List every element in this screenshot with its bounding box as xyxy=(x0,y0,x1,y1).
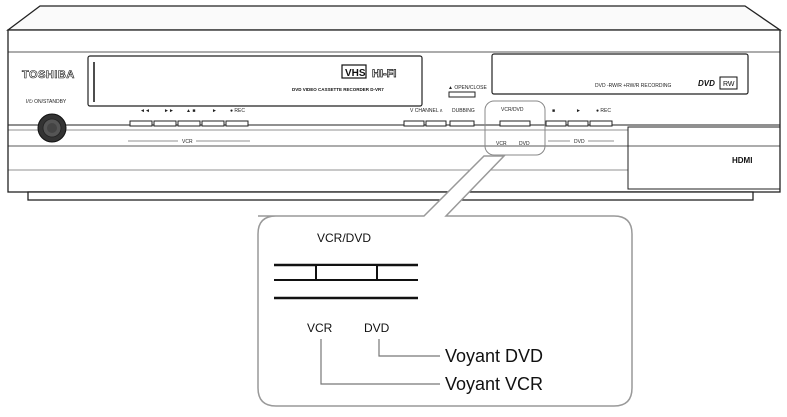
channel-down-button[interactable] xyxy=(403,120,425,127)
open-close-button[interactable] xyxy=(448,91,476,98)
hifi-logo: HI-FI xyxy=(372,68,396,80)
callout-dvd-indicator: Voyant DVD xyxy=(445,346,543,366)
vcr-eject-stop-button[interactable] xyxy=(177,120,201,127)
vcr-cassette-door xyxy=(87,55,423,107)
vcr-rec-button[interactable] xyxy=(225,120,249,127)
channel-up-button[interactable] xyxy=(425,120,447,127)
vcr-play-label: ► xyxy=(212,108,217,114)
dvd-format-text: DVD -RW/R +RW/R RECORDING xyxy=(595,83,671,89)
power-label: I/⏻ ON/STANDBY xyxy=(26,99,67,105)
dubbing-button[interactable] xyxy=(449,120,475,127)
dvd-stop-label: ■ xyxy=(552,108,555,114)
device-vcrdvd-button[interactable] xyxy=(499,120,531,127)
dvd-play-button[interactable] xyxy=(567,120,589,127)
zoom-dvd-label: DVD xyxy=(364,321,390,335)
svg-text:DVD: DVD xyxy=(574,139,585,145)
dubbing-label: DUBBING xyxy=(452,108,475,114)
dvd-play-label: ► xyxy=(576,108,581,114)
power-button[interactable] xyxy=(37,113,67,143)
vcr-section-marker: VCR xyxy=(128,139,250,145)
svg-text:VHS: VHS xyxy=(345,68,366,79)
dvd-section-marker: DVD xyxy=(548,139,614,145)
dvd-buttons: ■ ► ● REC xyxy=(545,108,613,127)
svg-text:VCR: VCR xyxy=(182,139,193,145)
device-vcrdvd-highlight xyxy=(484,100,546,156)
dvd-stop-button[interactable] xyxy=(545,120,567,127)
device-vcrdvd-label: VCR/DVD xyxy=(501,107,524,113)
vcr-rewind-button[interactable] xyxy=(129,120,153,127)
vcr-buttons: ◄◄ ►► ▲ ■ ► ● REC xyxy=(129,108,249,127)
vcr-ffwd-button[interactable] xyxy=(153,120,177,127)
zoom-vcr-label: VCR xyxy=(307,321,333,335)
channel-label: V CHANNEL ʌ xyxy=(410,108,443,114)
dvd-logo: DVD xyxy=(698,79,715,88)
rw-logo: RW xyxy=(719,76,738,90)
leader-lines xyxy=(320,339,440,385)
dvd-disc-tray xyxy=(491,53,749,95)
zoom-callout xyxy=(257,155,633,407)
zoom-vcrdvd-button[interactable] xyxy=(315,264,378,281)
device-dvd-led-label: DVD xyxy=(519,141,530,147)
vcr-rec-label: ● REC xyxy=(230,108,245,114)
zoom-selector xyxy=(274,263,418,300)
model-text: DVD VIDEO CASSETTE RECORDER D-VR7 xyxy=(292,87,384,92)
hdmi-logo: HDMI xyxy=(732,156,752,165)
vcr-ffwd-label: ►► xyxy=(164,108,174,114)
device-vcr-led-label: VCR xyxy=(496,141,507,147)
brand-logo: TOSHIBA xyxy=(22,69,75,81)
vcr-eject-stop-label: ▲ ■ xyxy=(186,108,195,114)
svg-text:RW: RW xyxy=(723,81,735,88)
callout-vcr-indicator: Voyant VCR xyxy=(445,374,543,394)
dvd-rec-label: ● REC xyxy=(596,108,611,114)
vcr-play-button[interactable] xyxy=(201,120,225,127)
open-close-label: ▲ OPEN/CLOSE xyxy=(448,85,488,91)
zoom-vcrdvd-label: VCR/DVD xyxy=(317,231,371,245)
vcr-rewind-label: ◄◄ xyxy=(140,108,150,114)
vhs-logo: VHS xyxy=(341,64,367,79)
dvd-rec-button[interactable] xyxy=(589,120,613,127)
device-body xyxy=(6,5,783,201)
